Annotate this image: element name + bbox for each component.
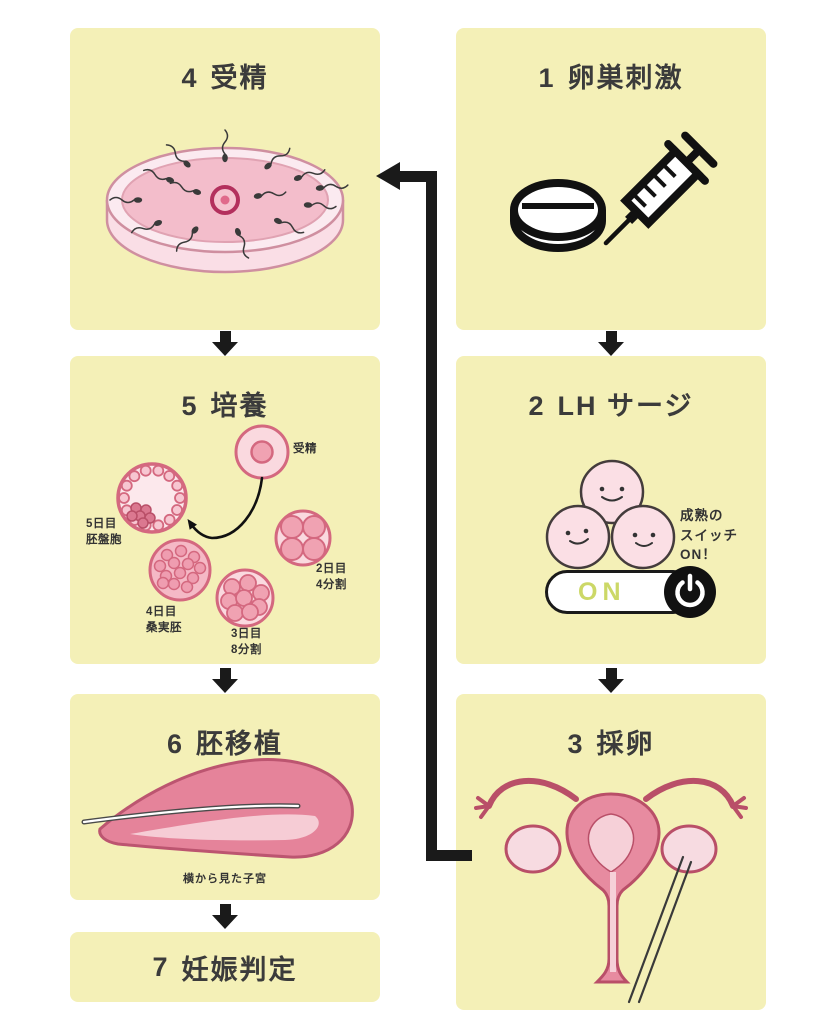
- step-2-number: 2: [528, 391, 546, 421]
- side-view-caption: 横から見た子宮: [183, 873, 267, 885]
- step-7-title: 7 妊娠判定: [70, 932, 380, 1002]
- step-7-number: 7: [152, 951, 170, 982]
- left-ovary: [504, 824, 562, 874]
- power-button: [664, 566, 716, 618]
- stage-label-day2: 2日目 4分割: [316, 563, 347, 591]
- step-5-label: 培養: [210, 391, 269, 421]
- step-4-title: 4 受精: [70, 28, 380, 95]
- panel-step-7-pregnancy-test: 7 妊娠判定: [70, 932, 380, 1002]
- step-1-number: 1: [538, 63, 556, 93]
- step-6-title: 6 胚移植: [70, 694, 380, 761]
- right-ovary: [660, 824, 718, 874]
- stage-label-day4: 4日目 桑実胚: [146, 606, 182, 634]
- egg-icon: [210, 185, 240, 215]
- step-6-number: 6: [166, 729, 185, 759]
- arrow-step3-to-step4-bottom: [426, 850, 472, 861]
- step-4-number: 4: [181, 63, 199, 93]
- uterus-front-illustration: [474, 777, 748, 1004]
- panel-step-4-fertilization: 4 受精: [70, 28, 380, 330]
- stage-label-day5: 5日目 胚盤胞: [86, 518, 122, 546]
- maturity-note: 成熟の スイッチ ON！: [680, 508, 738, 563]
- panel-step-1-ovarian-stimulation: 1 卵巣刺激: [456, 28, 766, 330]
- step-5-number: 5: [181, 391, 199, 421]
- step-4-label: 受精: [210, 63, 269, 93]
- step-7-label: 妊娠判定: [181, 954, 298, 985]
- step-1-label: 卵巣刺激: [567, 63, 684, 93]
- step-2-title: 2 LH サージ: [456, 356, 766, 423]
- blastocyst-icon: [116, 462, 188, 534]
- step-3-number: 3: [567, 729, 585, 759]
- curved-arrow-icon: [187, 476, 264, 540]
- panel-step-3-egg-retrieval: 3 採卵: [456, 694, 766, 1010]
- arrow-step2-to-step3: [598, 668, 624, 693]
- step-6-label: 胚移植: [196, 729, 284, 759]
- panel-step-6-embryo-transfer: 6 胚移植 横から見た子宮: [70, 694, 380, 900]
- step-5-title: 5 培養: [70, 356, 380, 423]
- syringe-icon: [603, 131, 718, 246]
- sperm-icons: [109, 129, 349, 259]
- step-1-title: 1 卵巣刺激: [456, 28, 766, 95]
- smiling-eggs-icon: [545, 459, 676, 570]
- switch-on-label: ON: [578, 577, 626, 606]
- embryo-stage-icons: [116, 424, 332, 628]
- arrow-step3-to-step4-top: [398, 171, 430, 182]
- eight-cell-icon: [215, 568, 275, 628]
- arrow-step5-to-step6: [212, 668, 238, 693]
- stage-label-day3: 3日目 8分割: [231, 628, 262, 656]
- panel-step-5-culture: 5 培養: [70, 356, 380, 664]
- step-3-title: 3 採卵: [456, 694, 766, 761]
- uterus-side-illustration: [81, 757, 354, 859]
- arrow-step1-to-step2: [598, 331, 624, 356]
- four-cell-icon: [274, 509, 332, 567]
- arrow-step3-to-step4-vertical: [426, 171, 437, 861]
- petri-dish-illustration: [105, 129, 349, 274]
- stage-label-fertilized: 受精: [293, 443, 317, 455]
- fertilized-egg-icon: [234, 424, 290, 480]
- step-3-label: 採卵: [596, 729, 655, 759]
- panel-step-2-lh-surge: 2 LH サージ 成熟の スイッチ ON！ ON: [456, 356, 766, 664]
- medication-illustration: [510, 131, 718, 252]
- step-2-label: LH サージ: [557, 391, 694, 421]
- power-icon: [675, 573, 705, 608]
- pill-icon: [510, 179, 606, 252]
- catheter-icon: [81, 803, 301, 825]
- arrow-step6-to-step7: [212, 904, 238, 929]
- morula-icon: [148, 538, 212, 602]
- arrow-step3-to-step4-head: [376, 162, 400, 190]
- arrow-step4-to-step5: [212, 331, 238, 356]
- retrieval-needle-icon: [627, 855, 693, 1004]
